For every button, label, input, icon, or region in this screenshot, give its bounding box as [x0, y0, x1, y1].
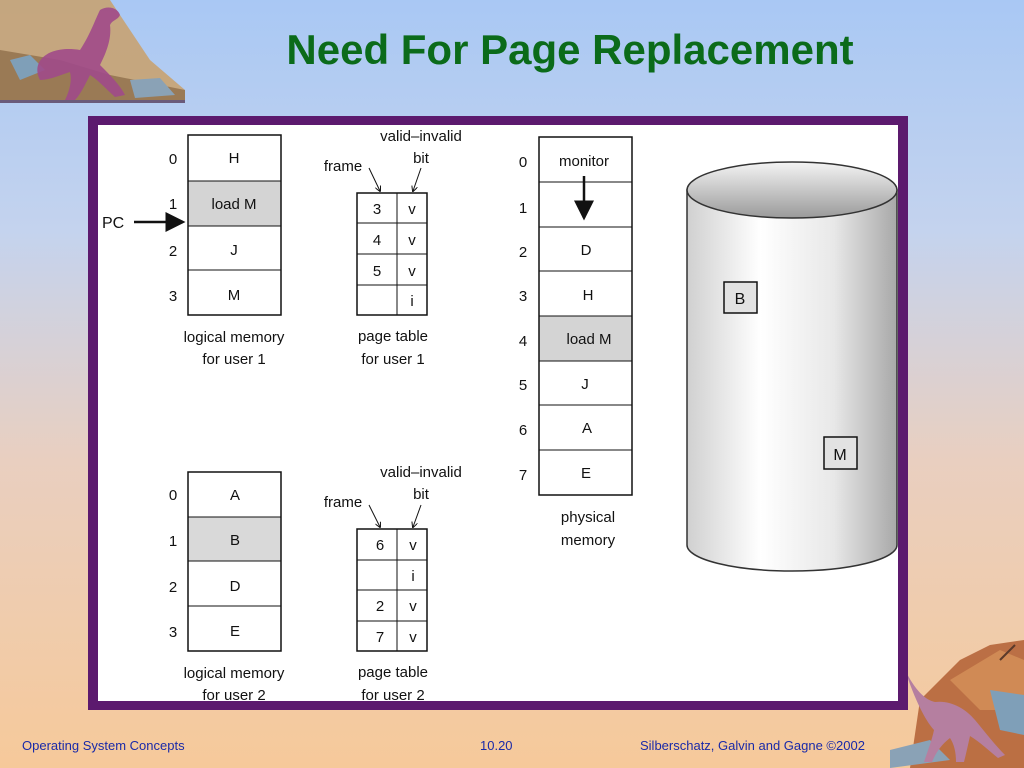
physical-memory-cell: E [581, 465, 591, 482]
logical-memory-cell: D [230, 578, 241, 595]
page-table-vi-label: valid–invalid [380, 128, 462, 145]
page-table-vi-label: bit [413, 486, 430, 503]
page-table-user-1: valid–invalid bit frame 3 v 4 v 5 v i pa… [324, 128, 462, 368]
page-table-vi-label: bit [413, 150, 430, 167]
physical-memory-index: 2 [519, 244, 527, 261]
physical-memory-caption: physical [561, 509, 615, 526]
logical-memory-index: 0 [169, 151, 177, 168]
page-table-frame: 4 [373, 232, 381, 249]
logical-memory-cell: A [230, 487, 240, 504]
page-table-frame: 3 [373, 201, 381, 218]
physical-memory-cell: J [581, 376, 589, 393]
logical-memory-cell: load M [211, 196, 256, 213]
page-table-bit: v [408, 263, 416, 280]
page-table-caption: page table [358, 664, 428, 681]
disk-item-label: B [735, 291, 746, 308]
logical-memory-cell-highlight [188, 181, 281, 226]
page-table-bit: v [408, 201, 416, 218]
vi-pointer-arrow [413, 167, 422, 191]
page-table-bit: v [409, 598, 417, 615]
disk-item-box [823, 436, 858, 470]
page-table-caption: for user 2 [361, 687, 424, 704]
logical-memory-caption: logical memory [184, 665, 285, 682]
page-table-frame: 6 [376, 537, 384, 554]
frame-pointer-arrow [368, 167, 380, 191]
logical-memory-cell: J [230, 242, 238, 259]
page-table-frame: 2 [376, 598, 384, 615]
page-table-vi-label: valid–invalid [380, 464, 462, 481]
slide-title: Need For Page Replacement [286, 26, 854, 73]
physical-memory-index: 0 [519, 154, 527, 171]
program-counter: PC [102, 212, 186, 232]
physical-memory-index: 3 [519, 288, 527, 305]
page-table-bit: v [409, 537, 417, 554]
footer-course-title: Operating System Concepts [22, 738, 185, 753]
logical-memory-index: 2 [169, 579, 177, 596]
logical-memory-index: 1 [169, 196, 177, 213]
page-table-caption: page table [358, 328, 428, 345]
physical-memory-index: 5 [519, 377, 527, 394]
page-table-frame-label: frame [324, 494, 362, 511]
pc-label: PC [102, 215, 124, 232]
page-table-user-2: valid–invalid bit frame 6 v i 2 v 7 v pa… [324, 464, 462, 704]
logical-memory-user-2: 0 1 2 3 A B D E logical memory for user … [169, 471, 285, 704]
logical-memory-caption: for user 1 [202, 351, 265, 368]
dinosaur-illustration-bottom-right [890, 640, 1024, 768]
physical-memory-cell: D [581, 242, 592, 259]
logical-memory-cell-highlight [188, 517, 281, 561]
dinosaur-illustration-top-left [0, 0, 185, 103]
footer-page-number: 10.20 [480, 738, 513, 753]
logical-memory-cell: H [229, 150, 240, 167]
physical-memory: 0 1 2 3 4 5 6 7 monitor D H load M J A E… [519, 136, 633, 549]
page-table-bit: i [410, 293, 413, 310]
logical-memory-cell: E [230, 623, 240, 640]
logical-memory-cell: M [228, 287, 241, 304]
page-table-caption: for user 1 [361, 351, 424, 368]
physical-memory-cell: monitor [559, 153, 609, 170]
physical-memory-cell: H [583, 287, 594, 304]
logical-memory-caption: logical memory [184, 329, 285, 346]
frame-pointer-arrow [368, 504, 380, 527]
disk-cylinder: B M [686, 161, 898, 572]
physical-memory-index: 7 [519, 467, 527, 484]
page-table-bit: v [408, 232, 416, 249]
logical-memory-index: 3 [169, 288, 177, 305]
logical-memory-user-1: 0 1 2 3 H load M J M logical memory for … [169, 134, 285, 368]
footer-copyright: Silberschatz, Galvin and Gagne ©2002 [640, 738, 865, 753]
physical-memory-index: 4 [519, 333, 527, 350]
disk-item-box [723, 281, 758, 314]
vi-pointer-arrow [413, 504, 422, 527]
physical-memory-cell: A [582, 420, 592, 437]
logical-memory-cell: B [230, 532, 240, 549]
logical-memory-index: 2 [169, 243, 177, 260]
page-table-bit: i [411, 568, 414, 585]
physical-memory-cell: load M [566, 331, 611, 348]
logical-memory-index: 1 [169, 533, 177, 550]
logical-memory-caption: for user 2 [202, 687, 265, 704]
physical-memory-cell-highlight [539, 316, 632, 361]
physical-memory-index: 6 [519, 422, 527, 439]
physical-memory-index: 1 [519, 200, 527, 217]
logical-memory-index: 3 [169, 624, 177, 641]
disk-item-label: M [833, 447, 846, 464]
page-table-bit: v [409, 629, 417, 646]
physical-memory-caption: memory [561, 532, 616, 549]
page-table-frame: 7 [376, 629, 384, 646]
logical-memory-index: 0 [169, 487, 177, 504]
page-table-frame-label: frame [324, 158, 362, 175]
page-table-frame: 5 [373, 263, 381, 280]
